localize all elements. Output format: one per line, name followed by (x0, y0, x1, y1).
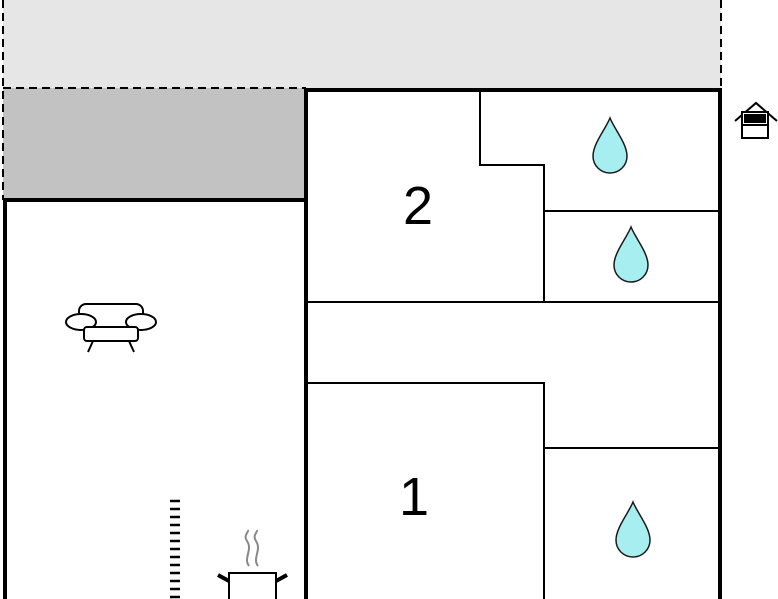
stairs-icon (170, 499, 180, 599)
sofa-icon (65, 303, 157, 353)
water-drop-icon (592, 116, 628, 174)
house-entrance-icon (734, 101, 778, 139)
terrace-boundary (2, 0, 722, 200)
water-drop-icon (615, 500, 651, 558)
room-1-label: 1 (399, 467, 429, 527)
exterior-walls (3, 88, 722, 599)
room-2-label: 2 (403, 176, 433, 236)
covered-area (3, 88, 306, 200)
terrace-area (3, 0, 721, 88)
water-drop-icon (613, 225, 649, 283)
stove-icon (217, 529, 288, 599)
interior-walls (306, 90, 720, 599)
